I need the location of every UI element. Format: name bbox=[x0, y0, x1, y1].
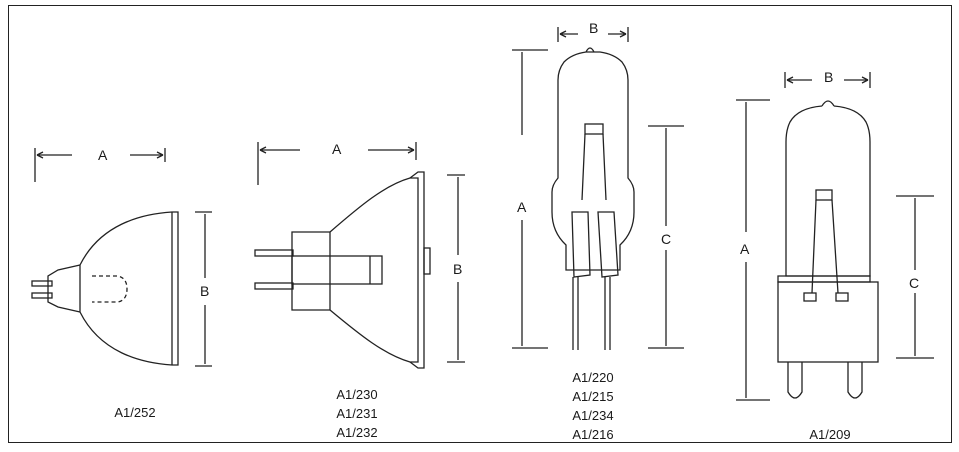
lamp2-reflector bbox=[329, 177, 419, 363]
lamp3-label-c: C bbox=[661, 231, 672, 247]
lamp2-model: A1/231 bbox=[336, 406, 378, 421]
lamp2-model: A1/230 bbox=[336, 387, 378, 402]
lamp3-caption: A1/220 A1/215 A1/234 A1/216 bbox=[553, 368, 633, 444]
lamp2-rim-tab bbox=[423, 247, 431, 275]
lamp4-dim-b-arrows bbox=[786, 76, 869, 84]
lamp2-neck bbox=[291, 231, 331, 311]
lamp3-label-b: B bbox=[589, 20, 599, 36]
lamp4-loop-left bbox=[787, 362, 803, 399]
lamp1-drawing bbox=[31, 148, 212, 367]
lamp3-model: A1/215 bbox=[572, 389, 614, 404]
lamp1-pin-bottom bbox=[31, 292, 53, 299]
lamp2-model: A1/232 bbox=[336, 425, 378, 440]
lamp4-caption: A1/209 bbox=[790, 425, 870, 444]
lamp1-neck bbox=[47, 264, 81, 313]
lamp4-weld-right bbox=[835, 292, 849, 302]
lamp2-capsule bbox=[291, 255, 383, 285]
lamp1-capsule bbox=[92, 275, 128, 303]
lamp3-label-a: A bbox=[517, 199, 527, 215]
lamp4-drawing bbox=[736, 72, 934, 401]
lamp2-label-b: B bbox=[453, 261, 463, 277]
lamp4-filament-leads bbox=[811, 199, 839, 294]
lamp4-label-b: B bbox=[824, 69, 834, 85]
lamp3-seal-right bbox=[597, 211, 619, 278]
lamp2-pin-top bbox=[254, 249, 294, 257]
lamp1-label-b: B bbox=[200, 283, 210, 299]
lamp2-dim-a-arrows bbox=[259, 146, 415, 154]
lamp4-base bbox=[777, 281, 879, 363]
lamp3-drawing bbox=[512, 27, 684, 350]
lamp4-loop-right bbox=[847, 362, 863, 399]
lamp2-label-a: A bbox=[332, 141, 342, 157]
diagram-frame bbox=[8, 5, 952, 443]
lamp1-caption: A1/252 bbox=[95, 403, 175, 422]
lamp4-bulb bbox=[785, 100, 871, 277]
lamp3-model: A1/216 bbox=[572, 427, 614, 442]
lamp1-label-a: A bbox=[98, 147, 108, 163]
lamp1-dim-a-arrows bbox=[36, 151, 164, 159]
lamp2-pin-bottom bbox=[254, 282, 294, 290]
lamp3-filament-leads bbox=[581, 133, 607, 201]
lamp4-filament bbox=[815, 189, 833, 201]
lamp3-filament bbox=[584, 123, 604, 135]
lamp3-model: A1/234 bbox=[572, 408, 614, 423]
lamp3-model: A1/220 bbox=[572, 370, 614, 385]
lamp4-base-cap bbox=[777, 275, 871, 283]
lamp1-reflector bbox=[79, 211, 179, 366]
lamp2-rim bbox=[409, 171, 425, 369]
lamp2-drawing bbox=[254, 142, 465, 369]
lamp3-bulb bbox=[551, 47, 635, 271]
lamp4-weld-left bbox=[803, 292, 817, 302]
lamp4-label-c: C bbox=[909, 275, 920, 291]
lamp3-seal-left bbox=[571, 211, 591, 278]
lamp1-model: A1/252 bbox=[114, 405, 156, 420]
lamp2-caption: A1/230 A1/231 A1/232 bbox=[317, 385, 397, 442]
lamp1-pin-top bbox=[31, 280, 53, 287]
lamp4-label-a: A bbox=[740, 241, 750, 257]
lamp3-dim-b-arrows bbox=[559, 30, 627, 38]
lamp4-model: A1/209 bbox=[809, 427, 851, 442]
